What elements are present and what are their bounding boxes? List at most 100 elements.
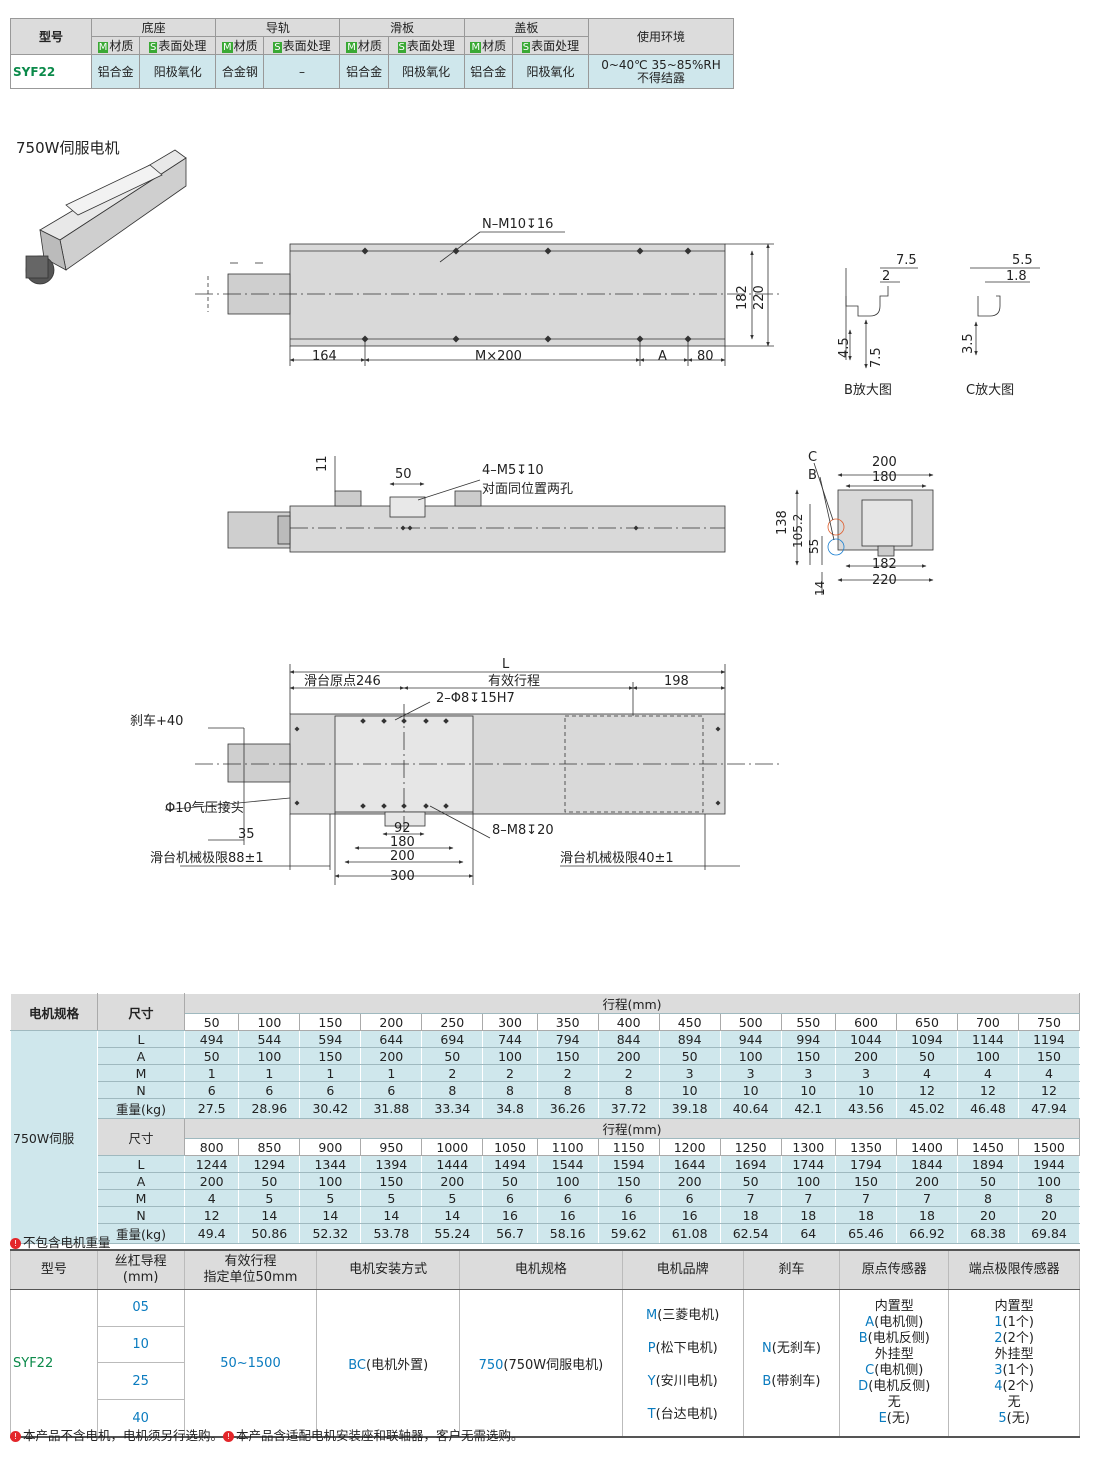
spec-cell: 16 [658,1206,721,1224]
option-code: 3 [994,1363,1003,1378]
spec-cell: 5 [421,1189,484,1207]
spec-cell: 4 [895,1064,958,1082]
option-group-head: 外挂型 [994,1347,1034,1362]
option-code: B [762,1374,772,1389]
actuator-3d-thumbnail [25,149,187,285]
spec-cell: 14 [299,1206,362,1224]
order-lead: 40 [96,1399,185,1438]
spec-cell: 16 [536,1206,599,1224]
bot-limit-left: 滑台机械极限88±1 [150,851,264,866]
option-item: M(三菱电机) [623,1304,743,1323]
mat-cell: 铝合金 [463,54,513,89]
spec-stroke: 1150 [597,1138,660,1156]
c-caption: C放大图 [966,383,1014,398]
spec-stroke: 950 [360,1138,423,1156]
end-b: B [808,468,817,483]
bot-L: L [502,657,510,672]
detail-c [970,267,1040,356]
order-header: 原点传感器 [839,1249,950,1290]
spec-cell: 3 [780,1064,837,1082]
spec-cell: 200 [421,1172,484,1190]
option-text: (电机反侧) [868,1379,931,1394]
option-code: 1 [994,1315,1003,1330]
option-code: C [865,1363,875,1378]
spec-cell: 43.56 [835,1098,897,1119]
tag-badge: S [521,42,531,53]
spec-cell: 200 [360,1047,423,1065]
spec-cell: 69.84 [1017,1223,1081,1244]
spec-col-size: 尺寸 [97,1118,185,1156]
spec-cell: 27.5 [183,1098,240,1119]
b-d3: 4.5 [837,337,852,358]
hole-mark [361,247,369,255]
dim-220: 220 [752,285,767,310]
hole-mark [443,718,449,724]
b-d2: 2 [882,269,890,284]
spec-cell: 50 [956,1172,1019,1190]
spec-cell: 1 [299,1064,362,1082]
spec-stroke: 850 [238,1138,301,1156]
tag-badge: M [97,42,109,53]
spec-cell: 10 [835,1081,897,1099]
spec-stroke-label: 行程(mm) [184,993,1080,1014]
hole-mark [381,803,387,809]
option-text: (安川电机) [655,1374,718,1389]
order-header: 刹车 [742,1249,841,1290]
spec-cell: 1194 [1017,1030,1081,1048]
spec-cell: 53.78 [360,1223,423,1244]
mat-group-slider: 滑板 [339,18,465,37]
option-code: A [865,1315,875,1330]
spec-note-text: 不包含电机重量 [23,1235,111,1250]
spec-cell: 20 [1017,1206,1081,1224]
hole-mark [633,525,639,531]
spec-cell: 7 [835,1189,897,1207]
spec-cell: 944 [719,1030,782,1048]
spec-cell: 100 [956,1047,1019,1065]
spec-col-size: 尺寸 [97,993,185,1031]
spec-stroke: 400 [597,1013,660,1031]
spec-cell: 18 [895,1206,958,1224]
hole-mark [360,803,366,809]
note-mark-icon: ! [10,1238,21,1249]
option-code: BC [348,1357,366,1373]
spec-cell: 200 [835,1047,897,1065]
note-mark-icon: ! [10,1431,21,1442]
bot-35: 35 [238,827,255,842]
option-text: (台达电机) [655,1407,718,1422]
tag-badge: S [273,42,282,53]
spec-row-label: 重量(kg) [97,1098,185,1119]
spec-row-label: L [97,1030,185,1048]
option-group-head: 无 [1007,1395,1021,1410]
side-view [227,456,726,553]
mat-col-model: 型号 [10,18,92,55]
end-view [795,462,934,595]
spec-cell: 12 [895,1081,958,1099]
spec-cell: 200 [658,1172,721,1190]
spec-cell: 150 [780,1047,837,1065]
end-c: C [808,450,817,465]
spec-cell: 46.48 [956,1098,1019,1119]
spec-cell: 150 [536,1047,599,1065]
spec-cell: 100 [299,1172,362,1190]
bot-200: 200 [390,849,415,864]
spec-cell: 6 [360,1081,423,1099]
spec-cell: 100 [536,1172,599,1190]
spec-cell: 1044 [835,1030,897,1048]
spec-cell: 1694 [719,1155,782,1173]
spec-cell: 1844 [895,1155,958,1173]
bot-300: 300 [390,869,415,884]
spec-cell: 1744 [780,1155,837,1173]
hole-mark [544,247,552,255]
spec-cell: 4 [956,1064,1019,1082]
option-text: (2个) [1002,1331,1034,1346]
b-d1: 7.5 [896,253,917,268]
mat-col-env: 使用环境 [588,18,734,55]
mat-group-rail: 导轨 [215,18,341,37]
order-row: 10 [11,1326,1080,1364]
